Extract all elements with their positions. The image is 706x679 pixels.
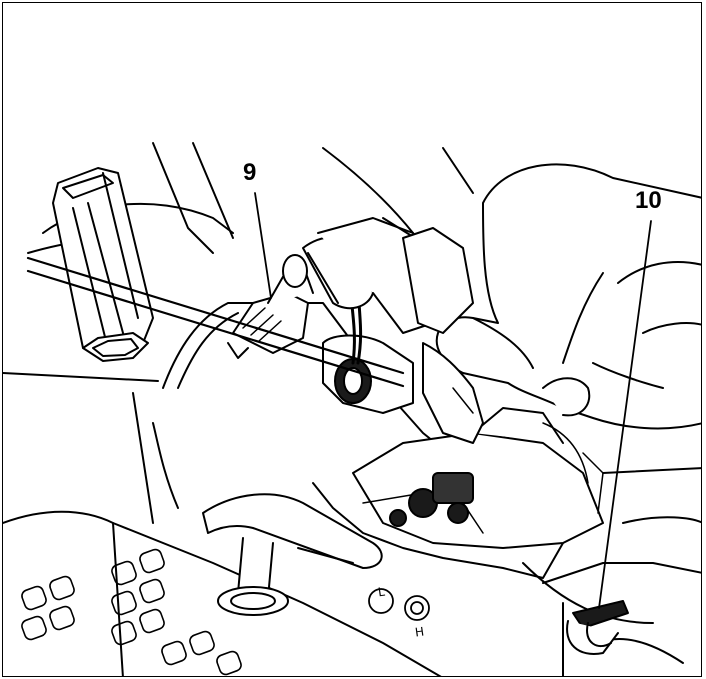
socket-wrench-icon [26,167,405,388]
hand-icon [402,163,701,444]
adjustment-knobs [368,588,430,621]
knob-letter-h: H [414,624,425,640]
starter-handle [202,493,383,616]
service-illustration [3,142,701,676]
knob-letter-l: L [377,584,386,600]
lever-icon [566,220,652,655]
callout-9: 9 [243,159,257,186]
saw-body-outline [3,142,701,676]
callout-10: 10 [635,187,662,214]
vent-slots [21,548,242,676]
engine-internals [352,407,604,549]
